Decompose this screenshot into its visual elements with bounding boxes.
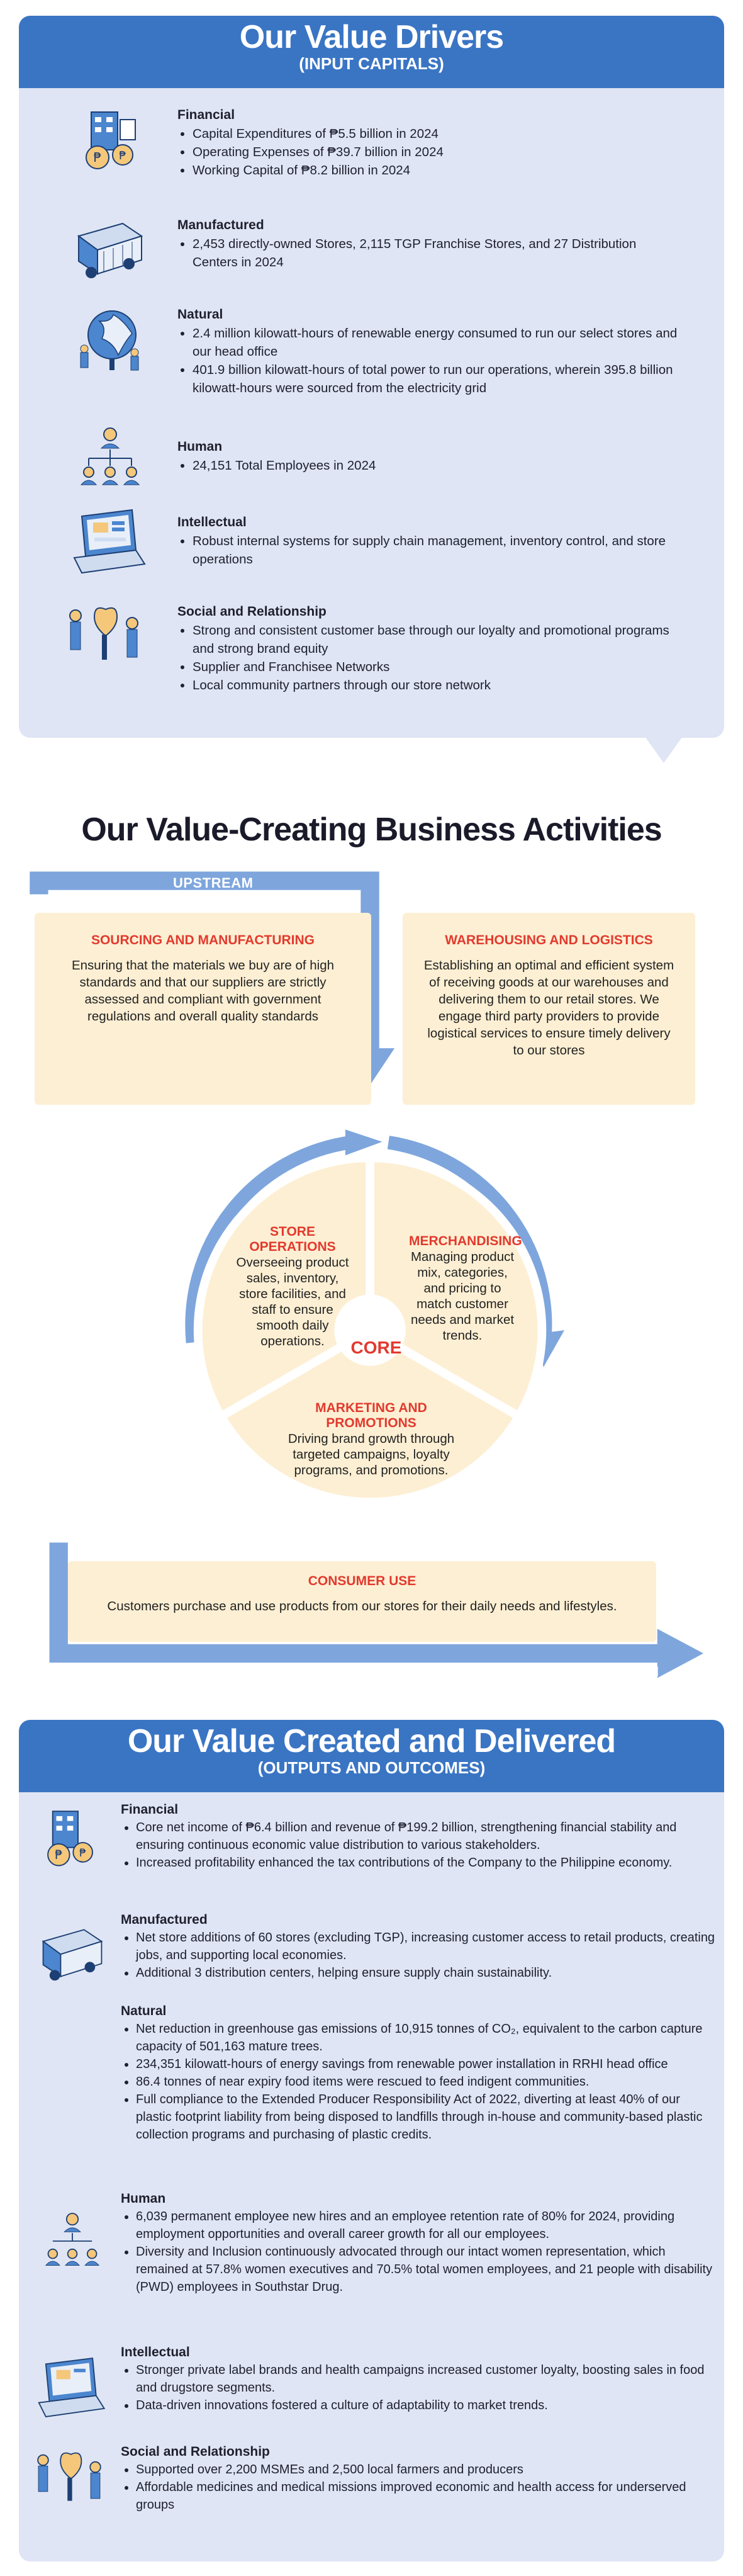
list-item: 24,151 Total Employees in 2024 [193, 456, 681, 475]
list-item: Local community partners through our sto… [193, 676, 693, 694]
consumer-title: CONSUMER USE [308, 1574, 416, 1588]
sourcing-desc: Ensuring that the materials we buy are o… [71, 958, 335, 1024]
handshake-people-icon [69, 607, 138, 660]
drivers-human-heading: Human [177, 439, 223, 454]
store-operations-desc: Overseeing product sales, inventory, sto… [236, 1255, 349, 1348]
list-item: 6,039 permanent employee new hires and a… [136, 2208, 715, 2243]
merchandising-desc: Managing product mix, categories, and pr… [410, 1250, 515, 1343]
value-drivers-banner: Our Value Drivers (INPUT CAPITALS) [19, 16, 724, 88]
warehousing-desc: Establishing an optimal and efficient sy… [423, 958, 674, 1058]
value-created-title: Our Value Created and Delivered [127, 1723, 616, 1760]
drivers-manufactured: Manufactured 2,453 directly-owned Stores… [177, 216, 681, 271]
value-chain-diagram [30, 871, 704, 1678]
list-item: Stronger private label brands and health… [136, 2361, 715, 2397]
handshake-people-icon [37, 2452, 101, 2501]
list-item: 401.9 billion kilowatt-hours of total po… [193, 361, 681, 397]
sourcing-title: SOURCING AND MANUFACTURING [91, 933, 315, 947]
created-social-heading: Social and Relationship [121, 2444, 270, 2459]
value-drivers-subtitle: (INPUT CAPITALS) [299, 54, 444, 73]
value-created-panel [19, 1720, 724, 2562]
core-label: CORE [350, 1338, 402, 1357]
drivers-natural-heading: Natural [177, 307, 223, 322]
list-item: Net reduction in greenhouse gas emission… [136, 2020, 715, 2055]
downstream-label: DOWNSTREAM [554, 1664, 659, 1680]
value-created-banner: Our Value Created and Delivered (OUTPUTS… [19, 1720, 724, 1792]
svg-text:₱: ₱ [79, 1847, 86, 1860]
merchandising-title: MERCHANDISING [409, 1234, 522, 1248]
drivers-intellectual: Intellectual Robust internal systems for… [177, 513, 681, 568]
value-drivers-title: Our Value Drivers [239, 19, 504, 55]
created-manufactured-heading: Manufactured [121, 1912, 208, 1927]
drivers-social-heading: Social and Relationship [177, 604, 327, 619]
svg-text:₱: ₱ [119, 149, 126, 162]
drivers-intellectual-heading: Intellectual [177, 515, 247, 529]
created-human-heading: Human [121, 2191, 166, 2206]
created-natural: Natural Net reduction in greenhouse gas … [121, 2002, 715, 2144]
warehousing-title: WAREHOUSING AND LOGISTICS [445, 933, 653, 947]
org-chart-people-icon [80, 427, 140, 485]
created-intellectual: Intellectual Stronger private label bran… [121, 2343, 715, 2414]
marketing-desc: Driving brand growth through targeted ca… [288, 1432, 455, 1477]
marketing-title: MARKETING AND PROMOTIONS [315, 1401, 427, 1430]
list-item: Supported over 2,200 MSMEs and 2,500 loc… [136, 2461, 715, 2478]
list-item: Full compliance to the Extended Producer… [136, 2091, 715, 2144]
marketing-segment: MARKETING AND PROMOTIONS Driving brand g… [271, 1401, 472, 1478]
list-item: 86.4 tonnes of near expiry food items we… [136, 2073, 715, 2091]
created-intellectual-heading: Intellectual [121, 2345, 190, 2359]
created-manufactured: Manufactured Net store additions of 60 s… [121, 1911, 715, 1982]
list-item: Additional 3 distribution centers, helpi… [136, 1964, 715, 1982]
svg-text:₱: ₱ [94, 150, 102, 165]
created-financial-heading: Financial [121, 1802, 179, 1817]
org-chart-people-icon [45, 2213, 100, 2266]
list-item: Data-driven innovations fostered a cultu… [136, 2397, 715, 2414]
warehousing-box: WAREHOUSING AND LOGISTICS Establishing a… [403, 913, 695, 1105]
drivers-manufactured-heading: Manufactured [177, 218, 264, 232]
store-operations-title: STORE OPERATIONS [249, 1224, 336, 1254]
list-item: 234,351 kilowatt-hours of energy savings… [136, 2055, 715, 2073]
list-item: Affordable medicines and medical mission… [136, 2478, 715, 2514]
upstream-label: UPSTREAM [173, 875, 254, 891]
value-drivers-panel [19, 16, 724, 738]
svg-text:₱: ₱ [55, 1848, 62, 1862]
list-item: Capital Expenditures of ₱5.5 billion in … [193, 125, 693, 143]
list-item: Working Capital of ₱8.2 billion in 2024 [193, 161, 693, 179]
delivery-truck-icon [77, 222, 143, 278]
drivers-social: Social and Relationship Strong and consi… [177, 602, 693, 694]
list-item: Increased profitability enhanced the tax… [136, 1854, 715, 1872]
list-item: 2.4 million kilowatt-hours of renewable … [193, 324, 681, 361]
speech-tail [645, 737, 683, 763]
list-item: Core net income of ₱6.4 billion and reve… [136, 1819, 715, 1854]
globe-people-icon [80, 310, 139, 371]
drivers-human: Human 24,151 Total Employees in 2024 [177, 438, 681, 475]
value-created-subtitle: (OUTPUTS AND OUTCOMES) [257, 1758, 486, 1777]
sourcing-box: SOURCING AND MANUFACTURING Ensuring that… [35, 913, 371, 1105]
list-item: Supplier and Franchisee Networks [193, 658, 693, 676]
created-natural-heading: Natural [121, 2004, 167, 2018]
list-item: Net store additions of 60 stores (exclud… [136, 1929, 715, 1964]
drivers-financial: Financial Capital Expenditures of ₱5.5 b… [177, 106, 693, 179]
created-human: Human 6,039 permanent employee new hires… [121, 2189, 715, 2296]
consumer-box: CONSUMER USE Customers purchase and use … [68, 1561, 656, 1642]
created-financial: Financial Core net income of ₱6.4 billio… [121, 1800, 715, 1872]
created-social: Social and Relationship Supported over 2… [121, 2443, 715, 2514]
list-item: Diversity and Inclusion continuously adv… [136, 2243, 715, 2296]
consumer-desc: Customers purchase and use products from… [107, 1599, 617, 1613]
list-item: Operating Expenses of ₱39.7 billion in 2… [193, 143, 693, 161]
activities-title: Our Value-Creating Business Activities [81, 811, 662, 848]
money-building-icon: ₱ ₱ [86, 111, 136, 169]
drivers-financial-heading: Financial [177, 108, 235, 122]
list-item: Robust internal systems for supply chain… [193, 532, 681, 568]
list-item: 2,453 directly-owned Stores, 2,115 TGP F… [193, 235, 681, 271]
merchandising-segment: MERCHANDISING Managing product mix, cate… [409, 1234, 522, 1343]
laptop-dashboard-icon [38, 2358, 106, 2417]
list-item: Strong and consistent customer base thro… [193, 621, 693, 658]
laptop-dashboard-icon [73, 509, 146, 574]
money-building-icon: ₱ ₱ [47, 1811, 93, 1867]
store-operations-segment: STORE OPERATIONS Overseeing product sale… [236, 1224, 349, 1349]
delivery-truck-icon [42, 1929, 103, 1981]
drivers-natural: Natural 2.4 million kilowatt-hours of re… [177, 305, 681, 397]
